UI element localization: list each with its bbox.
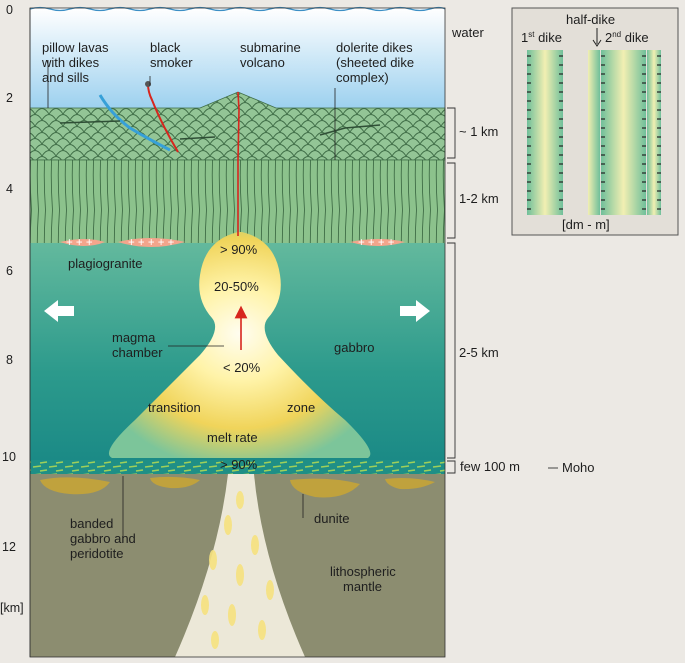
dunite-pod-right2 <box>385 478 435 490</box>
inset-scale: [dm - m] <box>562 217 610 232</box>
dike-inset: half-dike 1st dike 2nd dike [dm - m] <box>511 7 679 236</box>
cross-section: + + + + + + + + + + + + <box>29 6 446 658</box>
zone-label: zone <box>287 400 315 415</box>
gabbro-label: gabbro <box>334 340 374 355</box>
moho-label: Moho <box>562 460 595 475</box>
magma-chamber <box>108 232 371 458</box>
hydrothermal-cold <box>98 94 171 152</box>
depth-tick-0: 0 <box>6 3 13 17</box>
mantle-label-2: mantle <box>343 579 382 594</box>
upper-crust-thickness: ~ 1 km <box>459 124 498 139</box>
pillow-lavas-label-3: and sills <box>42 70 89 85</box>
melt-top-label: > 90% <box>220 242 258 257</box>
dolerite-dikes-label-3: complex) <box>336 70 389 85</box>
inset-half-dike-right <box>647 50 661 215</box>
black-smoker-label-1: black <box>150 40 181 55</box>
half-dike-arrow <box>592 28 602 47</box>
mantle-label-1: lithospheric <box>330 564 396 579</box>
dolerite-dikes-label-2: (sheeted dike <box>336 55 414 70</box>
dolerite-dikes-label-1: dolerite dikes <box>336 40 413 55</box>
depth-tick-4: 4 <box>6 182 13 196</box>
melt-rate-label: melt rate <box>207 430 258 445</box>
dunite-pod-left <box>40 477 110 495</box>
black-smoker-label-2: smoker <box>150 55 193 70</box>
inset-title: half-dike <box>566 12 615 27</box>
feeder-dike <box>237 91 240 236</box>
inset-dike2-label: 2nd dike <box>605 30 649 45</box>
magma-chamber-label-2: chamber <box>112 345 163 360</box>
melt-mid-label: 20-50% <box>214 279 259 294</box>
spreading-arrow-left <box>44 300 74 322</box>
gabbro-thickness: 2-5 km <box>459 345 499 360</box>
melt-bottom-label: > 90% <box>220 457 258 472</box>
thickness-brackets <box>447 107 558 474</box>
depth-tick-12: 12 <box>2 540 16 554</box>
water-layer <box>30 8 445 108</box>
banded-label-2: gabbro and <box>70 531 136 546</box>
inset-dike1-label: 1st dike <box>521 30 562 45</box>
sills <box>59 120 381 140</box>
submarine-volcano-label-1: submarine <box>240 40 301 55</box>
pillow-lavas-label-2: with dikes <box>41 55 100 70</box>
svg-text:+ + + +: + + + + <box>358 237 395 249</box>
banded-label-3: peridotite <box>70 546 123 561</box>
pillow-lavas-label-1: pillow lavas <box>42 40 109 55</box>
dunite-pod-left2 <box>150 476 200 489</box>
depth-unit: [km] <box>0 601 24 615</box>
depth-tick-10: 10 <box>2 450 16 464</box>
dunite-pod-right <box>290 478 360 498</box>
depth-tick-2: 2 <box>6 91 13 105</box>
melt-low-label: < 20% <box>223 360 261 375</box>
plagiogranite-label: plagiogranite <box>68 256 142 271</box>
submarine-volcano-label-2: volcano <box>240 55 285 70</box>
depth-axis: 0 2 4 6 8 10 12 [km] <box>0 3 31 657</box>
magma-chamber-label-1: magma <box>112 330 156 345</box>
transition-thickness: few 100 m <box>460 459 520 474</box>
plagiogranite-lenses <box>60 238 405 247</box>
depth-tick-6: 6 <box>6 264 13 278</box>
transition-label: transition <box>148 400 201 415</box>
melt-droplets <box>201 491 274 649</box>
inset-dike-2 <box>601 50 646 215</box>
svg-text:+ + + + +: + + + + + <box>128 237 175 249</box>
sea-surface <box>29 6 446 12</box>
chilled-margins <box>527 55 661 210</box>
dunite-label: dunite <box>314 511 349 526</box>
banded-label-1: banded <box>70 516 113 531</box>
hydrothermal-hot <box>147 83 179 153</box>
svg-text:+ + +: + + + <box>66 237 93 249</box>
black-smoker-vent <box>145 81 151 87</box>
water-label: water <box>451 25 484 40</box>
depth-tick-8: 8 <box>6 353 13 367</box>
banded-layer <box>30 460 445 474</box>
plagiogranite-crosses: + + + + + + + + + + + + <box>66 237 395 249</box>
spreading-arrow-right <box>400 300 430 322</box>
inset-half-dike-left <box>588 50 600 215</box>
dikes-thickness: 1-2 km <box>459 191 499 206</box>
inset-dike-1 <box>527 50 563 215</box>
leader-lines <box>47 60 336 542</box>
